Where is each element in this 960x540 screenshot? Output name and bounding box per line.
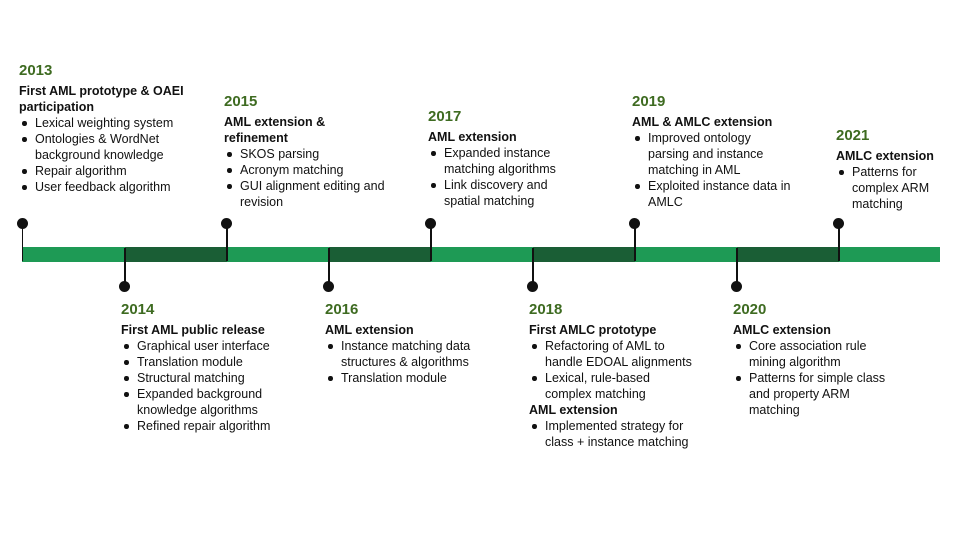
milestone-items: Instance matching data structures & algo… — [325, 338, 510, 386]
milestone-2021: 2021 AMLC extension Patterns for complex… — [836, 127, 951, 212]
list-item: Graphical user interface — [121, 338, 311, 354]
timeline-marker — [527, 281, 538, 292]
list-item: Core association rule mining algorithm — [733, 338, 899, 370]
milestone-heading: AML extension — [529, 403, 618, 417]
timeline-connector — [634, 223, 636, 261]
list-item: Improved ontology parsing and instance m… — [632, 130, 793, 178]
timeline-connector — [226, 223, 228, 261]
timeline-connector — [21, 223, 23, 261]
timeline-segment — [22, 247, 125, 262]
milestone-items: Improved ontology parsing and instance m… — [632, 130, 812, 210]
timeline-segment — [635, 247, 737, 262]
milestone-heading: AML & AMLC extension — [632, 115, 773, 129]
list-item: Implemented strategy for class + instanc… — [529, 418, 695, 450]
list-item: SKOS parsing — [224, 146, 404, 162]
list-item: Refactoring of AML to handle EDOAL align… — [529, 338, 695, 370]
milestone-items: Refactoring of AML to handle EDOAL align… — [529, 338, 709, 402]
timeline-marker — [221, 218, 232, 229]
milestone-2013: 2013 First AML prototype & OAEI particip… — [19, 62, 209, 195]
milestone-year: 2018 — [529, 301, 563, 318]
list-item: Repair algorithm — [19, 163, 209, 179]
milestone-2016: 2016 AML extension Instance matching dat… — [325, 301, 510, 386]
timeline-marker — [425, 218, 436, 229]
list-item: Lexical, rule-based complex matching — [529, 370, 695, 402]
milestone-2017: 2017 AML extension Expanded instance mat… — [428, 108, 608, 209]
milestone-heading: First AML public release — [121, 323, 265, 337]
timeline-segment — [125, 247, 227, 262]
milestone-items: Lexical weighting system Ontologies & Wo… — [19, 115, 209, 195]
milestone-items: Core association rule mining algorithm P… — [733, 338, 908, 418]
milestone-2015: 2015 AML extension & refinement SKOS par… — [224, 93, 404, 210]
list-item: Exploited instance data in AMLC — [632, 178, 808, 210]
milestone-items: Patterns for complex ARM matching — [836, 164, 951, 212]
timeline-segment — [839, 247, 940, 262]
milestone-items: Graphical user interface Translation mod… — [121, 338, 311, 434]
milestone-heading: AMLC extension — [836, 149, 934, 163]
timeline-connector — [124, 248, 126, 286]
list-item: Patterns for simple class and property A… — [733, 370, 899, 418]
list-item: User feedback algorithm — [19, 179, 209, 195]
list-item: Link discovery and spatial matching — [428, 177, 584, 209]
timeline-marker — [17, 218, 28, 229]
list-item: Instance matching data structures & algo… — [325, 338, 510, 370]
timeline-marker — [833, 218, 844, 229]
timeline-segment — [533, 247, 635, 262]
list-item: Acronym matching — [224, 162, 404, 178]
milestone-year: 2014 — [121, 301, 155, 318]
milestone-2020: 2020 AMLC extension Core association rul… — [733, 301, 908, 418]
list-item: Translation module — [121, 354, 311, 370]
timeline-segment — [227, 247, 329, 262]
timeline-segment — [329, 247, 431, 262]
timeline-connector — [328, 248, 330, 286]
milestone-2014: 2014 First AML public release Graphical … — [121, 301, 311, 434]
milestone-2019: 2019 AML & AMLC extension Improved ontol… — [632, 93, 812, 210]
milestone-heading: AMLC extension — [733, 323, 831, 337]
list-item: Patterns for complex ARM matching — [836, 164, 947, 212]
timeline-connector — [430, 223, 432, 261]
milestone-year: 2015 — [224, 93, 258, 110]
timeline-connector — [532, 248, 534, 286]
milestone-year: 2013 — [19, 62, 53, 79]
timeline-marker — [323, 281, 334, 292]
list-item: Ontologies & WordNet background knowledg… — [19, 131, 209, 163]
timeline-connector — [736, 248, 738, 286]
list-item: Lexical weighting system — [19, 115, 209, 131]
list-item: Structural matching — [121, 370, 311, 386]
timeline-marker — [731, 281, 742, 292]
milestone-items: Expanded instance matching algorithms Li… — [428, 145, 608, 209]
milestone-heading: AML extension — [325, 323, 414, 337]
milestone-year: 2016 — [325, 301, 359, 318]
milestone-heading: AML extension & refinement — [224, 115, 326, 145]
milestone-year: 2019 — [632, 93, 666, 110]
timeline-marker — [119, 281, 130, 292]
milestone-2018: 2018 First AMLC prototype Refactoring of… — [529, 301, 709, 450]
timeline-marker — [629, 218, 640, 229]
milestone-heading: First AMLC prototype — [529, 323, 657, 337]
list-item: Expanded instance matching algorithms — [428, 145, 584, 177]
milestone-heading: AML extension — [428, 130, 517, 144]
milestone-items: SKOS parsing Acronym matching GUI alignm… — [224, 146, 404, 210]
milestone-heading: First AML prototype & OAEI participation — [19, 84, 184, 114]
timeline-segment — [431, 247, 533, 262]
list-item: GUI alignment editing and revision — [224, 178, 390, 210]
milestone-items: Implemented strategy for class + instanc… — [529, 418, 709, 450]
list-item: Refined repair algorithm — [121, 418, 311, 434]
timeline-segment — [737, 247, 839, 262]
milestone-year: 2017 — [428, 108, 462, 125]
milestone-year: 2020 — [733, 301, 767, 318]
milestone-year: 2021 — [836, 127, 870, 144]
list-item: Translation module — [325, 370, 510, 386]
list-item: Expanded background knowledge algorithms — [121, 386, 311, 418]
timeline-connector — [838, 223, 840, 261]
